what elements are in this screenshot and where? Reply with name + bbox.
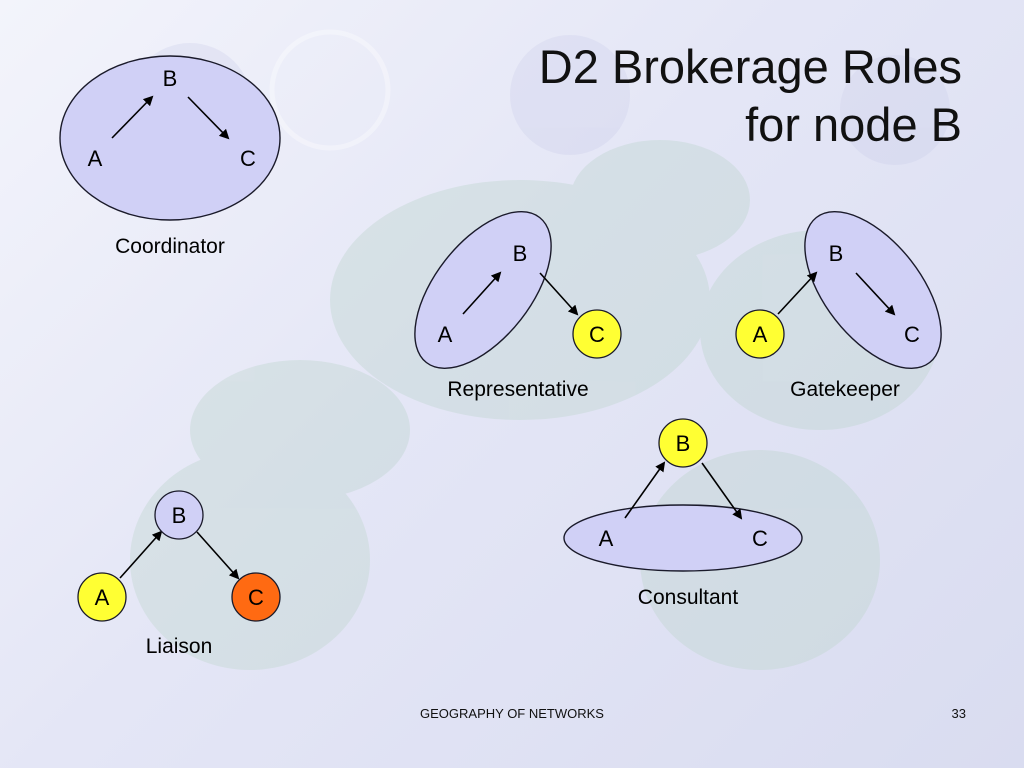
title-line-2: for node B xyxy=(745,98,962,151)
liaison-node-b-label: B xyxy=(172,503,187,528)
liaison-node-c-circle xyxy=(231,572,281,622)
gatekeeper-node-a-label: A xyxy=(753,322,768,347)
representative-diagram: B A C Representative xyxy=(414,211,622,401)
coordinator-edge-A-to-B xyxy=(111,95,154,139)
page-number: 33 xyxy=(951,706,966,721)
consultant-node-a-label: A xyxy=(599,526,614,551)
gatekeeper-diagram: B A C Gatekeeper xyxy=(735,211,942,401)
representative-edge-B-to-C xyxy=(539,272,579,316)
consultant-node-b-label: B xyxy=(676,431,691,456)
coordinator-caption: Coordinator xyxy=(115,235,225,258)
gatekeeper-node-b-label: B xyxy=(829,241,844,266)
liaison-caption: Liaison xyxy=(146,635,213,658)
coordinator-node-a-label: A xyxy=(88,146,103,171)
gatekeeper-edge-A-to-B xyxy=(777,271,818,315)
gatekeeper-node-a-circle xyxy=(735,309,785,359)
liaison-node-a-label: A xyxy=(95,585,110,610)
coordinator-group-ellipse xyxy=(59,55,281,221)
liaison-node-c-label: C xyxy=(248,585,264,610)
title-line-1: D2 Brokerage Roles xyxy=(538,40,962,93)
consultant-node-b-circle xyxy=(658,418,708,468)
liaison-diagram: B A C Liaison xyxy=(77,490,281,658)
representative-node-a-label: A xyxy=(438,322,453,347)
representative-node-b-label: B xyxy=(513,241,528,266)
gatekeeper-group-ellipse xyxy=(804,211,942,369)
coordinator-edge-B-to-C xyxy=(187,96,230,140)
consultant-edge-B-to-C xyxy=(701,462,743,520)
representative-edge-A-to-B xyxy=(462,271,502,315)
coordinator-node-c-label: C xyxy=(240,146,256,171)
representative-node-c-label: C xyxy=(589,322,605,347)
gatekeeper-caption: Gatekeeper xyxy=(790,378,900,401)
liaison-node-b-circle xyxy=(154,490,204,540)
gatekeeper-node-c-label: C xyxy=(904,322,920,347)
representative-node-c-circle xyxy=(572,309,622,359)
gatekeeper-edge-B-to-C xyxy=(855,272,896,316)
footer-text: GEOGRAPHY OF NETWORKS xyxy=(420,706,604,721)
consultant-node-c-label: C xyxy=(752,526,768,551)
consultant-group-ellipse xyxy=(563,504,803,572)
coordinator-node-b-label: B xyxy=(163,66,178,91)
consultant-edge-A-to-B xyxy=(624,461,666,519)
slide-title: D2 Brokerage Roles for node B xyxy=(402,38,962,154)
liaison-node-a-circle xyxy=(77,572,127,622)
representative-group-ellipse xyxy=(414,211,552,369)
consultant-caption: Consultant xyxy=(638,586,739,609)
liaison-edge-A-to-B xyxy=(119,530,163,579)
coordinator-diagram: B A C Coordinator xyxy=(59,55,281,258)
consultant-diagram: B A C Consultant xyxy=(563,418,803,609)
liaison-edge-B-to-C xyxy=(196,531,240,580)
representative-caption: Representative xyxy=(447,378,588,401)
